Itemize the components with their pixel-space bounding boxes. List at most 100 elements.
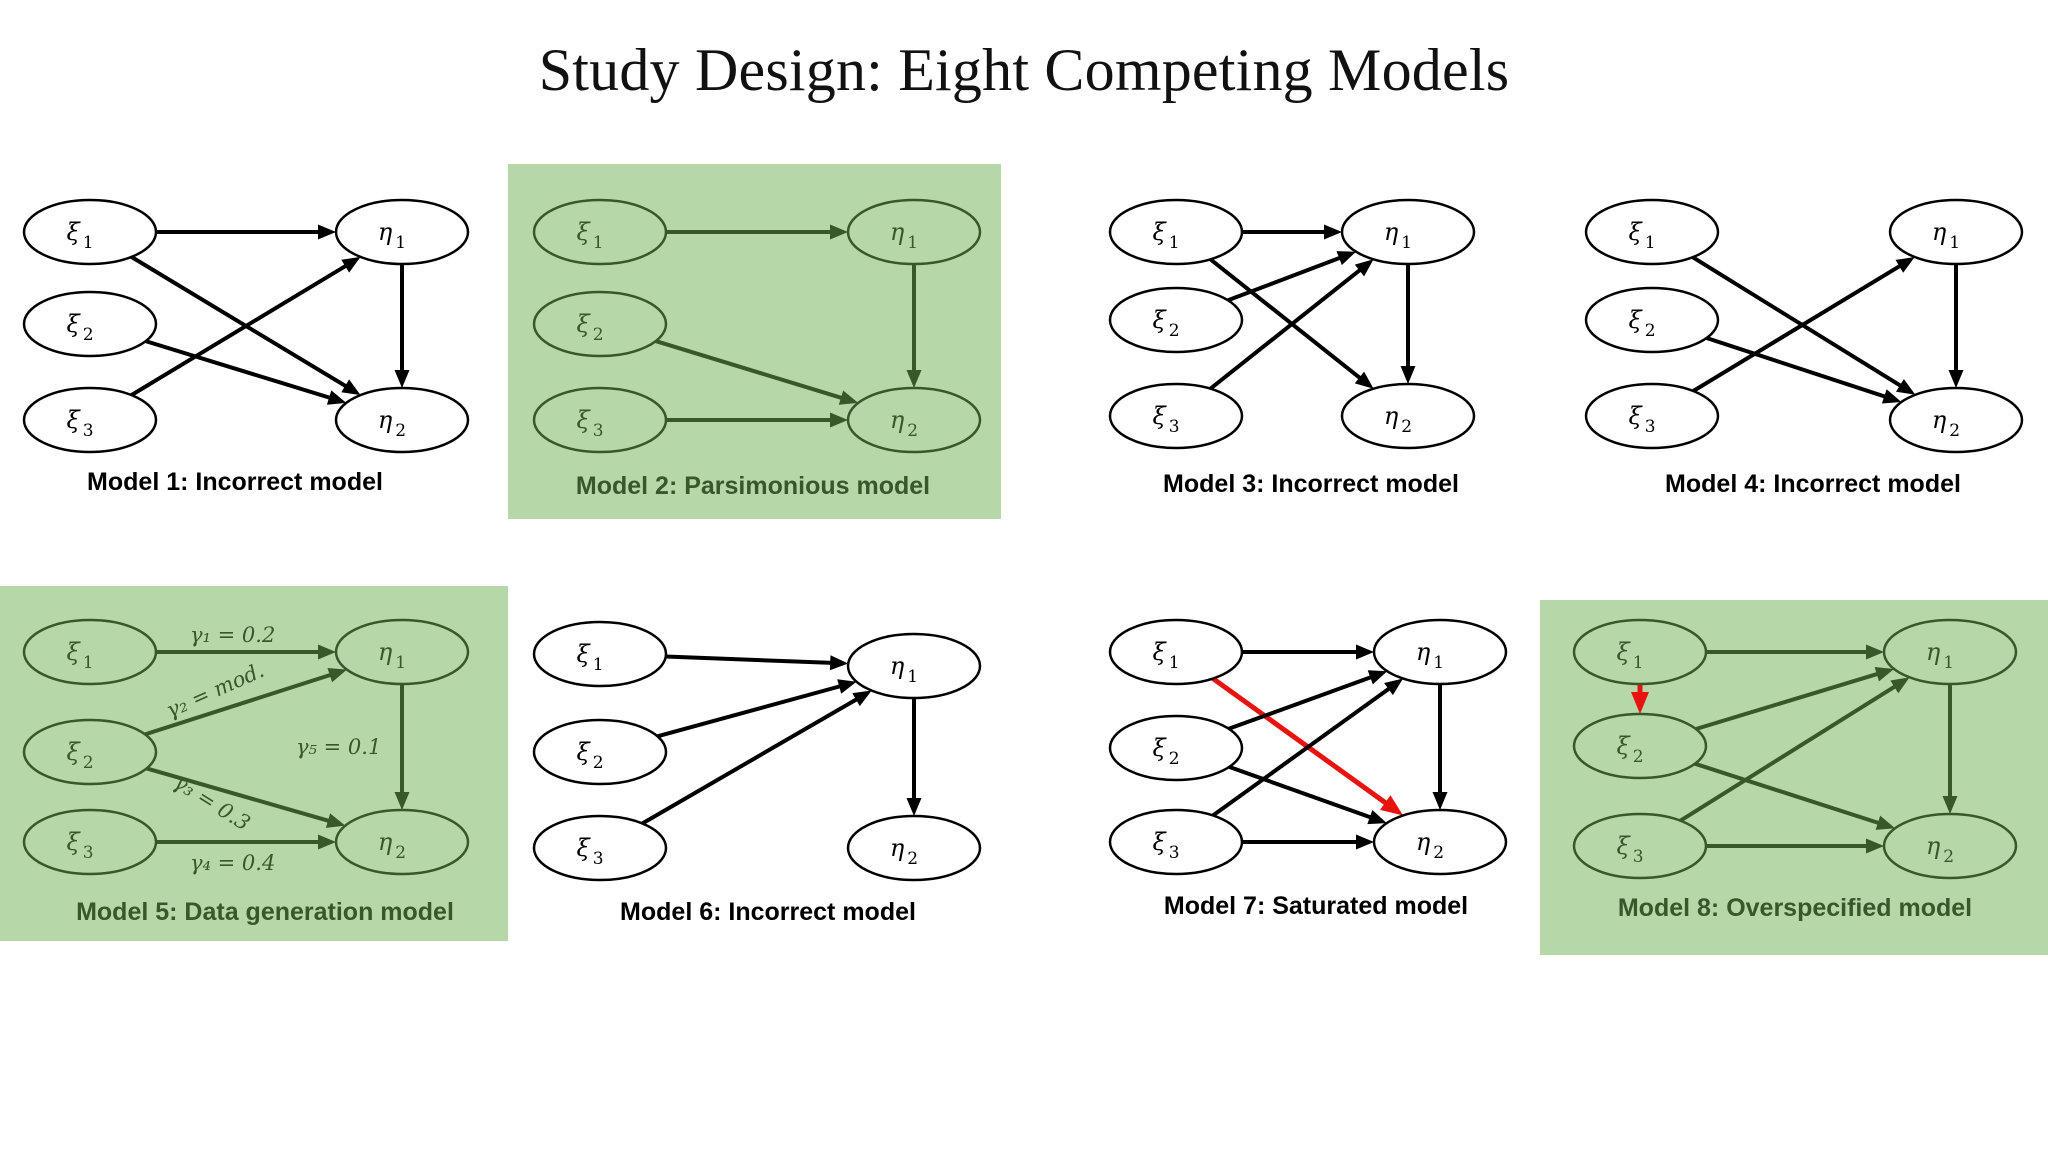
model-8-caption: Model 8: Overspecified model xyxy=(1617,894,1973,922)
node-eta2-ellipse xyxy=(1888,386,2024,454)
model-1-caption: Model 1: Incorrect model xyxy=(87,468,383,496)
path-arrow-xi2-to-eta2 xyxy=(146,766,331,824)
arrowhead-xi1-to-eta2 xyxy=(1896,379,1916,395)
path-arrow-xi1-to-eta1 xyxy=(665,654,833,665)
coefficient-g1: γ₁ = 0.2 xyxy=(190,623,275,647)
path-arrow-xi2-to-eta2 xyxy=(145,339,332,401)
model-7-caption: Model 7: Saturated model xyxy=(1163,892,1469,920)
node-xi1-ellipse xyxy=(1572,618,1708,686)
node-xi3-ellipse xyxy=(1108,382,1244,450)
path-arrow-xi2-to-eta2 xyxy=(1705,336,1887,399)
arrowhead-xi3-to-eta1 xyxy=(1354,259,1374,277)
node-eta2-ellipse xyxy=(1372,808,1508,876)
arrowhead-eta1-to-eta2 xyxy=(1400,366,1416,384)
arrowhead-xi2-to-eta2 xyxy=(838,390,859,405)
node-xi3-ellipse xyxy=(1584,382,1720,450)
model-5-caption: Model 5: Data generation model xyxy=(76,898,454,926)
node-xi2-ellipse xyxy=(1572,712,1708,780)
arrowhead-xi2-to-eta1 xyxy=(837,679,857,694)
arrowhead-xi1-to-xi2 xyxy=(1631,692,1649,714)
coefficient-g5: γ₅ = 0.1 xyxy=(296,735,381,759)
model-2-caption: Model 2: Parsimonious model xyxy=(575,472,931,500)
arrowhead-xi1-to-eta1 xyxy=(318,644,336,660)
path-arrow-xi1-to-eta2 xyxy=(130,255,348,389)
node-xi1-ellipse xyxy=(1108,198,1244,266)
edges-group xyxy=(1211,644,1448,850)
node-eta1-ellipse xyxy=(1882,618,2018,686)
node-xi3-ellipse xyxy=(1108,808,1244,876)
node-xi2-ellipse xyxy=(22,290,158,358)
edges-group xyxy=(655,224,922,428)
arrowhead-xi2-to-eta2 xyxy=(326,390,347,405)
model-3-caption: Model 3: Incorrect model xyxy=(1163,470,1459,498)
arrowhead-xi3-to-eta1 xyxy=(341,256,361,273)
node-xi1-ellipse xyxy=(22,198,158,266)
edges-group xyxy=(641,654,922,826)
arrowhead-xi3-to-eta2 xyxy=(1866,838,1884,854)
edges-group xyxy=(130,224,410,405)
node-xi2-ellipse xyxy=(22,718,158,786)
edges-group xyxy=(1691,255,1964,404)
node-xi3-ellipse xyxy=(22,386,158,454)
arrowhead-xi1-to-eta2 xyxy=(1354,371,1374,389)
arrowhead-xi2-to-eta2 xyxy=(325,813,346,828)
arrowhead-xi1-to-eta1 xyxy=(829,655,849,671)
path-arrow-xi3-to-eta1 xyxy=(1209,267,1363,391)
slide-title: Study Design: Eight Competing Models xyxy=(538,37,1510,103)
arrowhead-eta1-to-eta2 xyxy=(394,370,410,388)
arrowhead-xi1-to-eta1 xyxy=(1356,644,1374,660)
node-xi3-ellipse xyxy=(1572,812,1708,880)
model-4-caption: Model 4: Incorrect model xyxy=(1665,470,1961,498)
node-eta2-ellipse xyxy=(846,814,982,882)
node-xi1-ellipse xyxy=(532,198,668,266)
path-arrow-xi3-to-eta1 xyxy=(1692,263,1903,393)
arrowhead-xi3-to-eta1 xyxy=(1890,677,1910,694)
node-eta1-ellipse xyxy=(846,632,982,700)
arrowhead-xi1-to-eta1 xyxy=(1866,644,1884,660)
